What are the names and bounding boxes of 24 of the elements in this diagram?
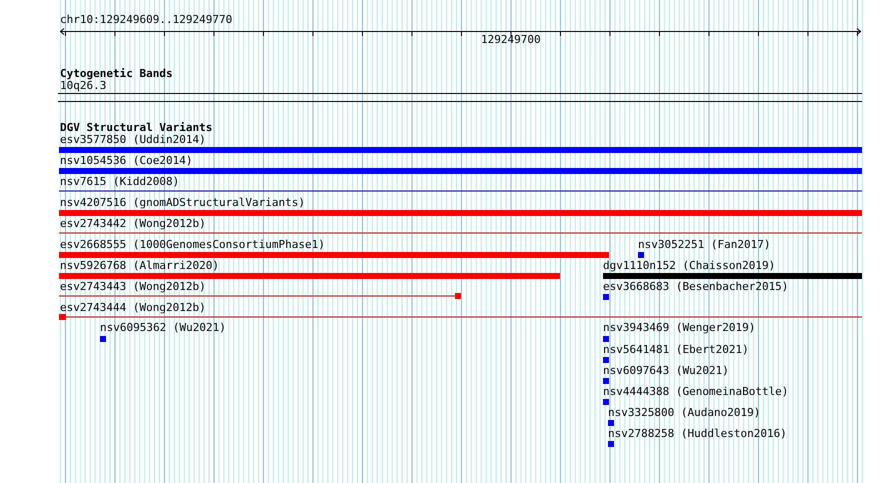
variant-label: esv2743443 (Wong2012b): [60, 281, 206, 293]
track-title: Cytogenetic Bands: [60, 68, 173, 80]
variant-label: nsv3052251 (Fan2017): [638, 239, 770, 251]
variant-label: nsv6097643 (Wu2021): [603, 365, 729, 377]
variant-label: nsv6095362 (Wu2021): [100, 322, 226, 334]
variant-label: nsv2788258 (Huddleston2016): [608, 428, 787, 440]
variant-label: esv2743442 (Wong2012b): [60, 218, 206, 230]
variant-label: nsv4444388 (GenomeinaBottle): [603, 386, 788, 398]
variant-label: nsv3943469 (Wenger2019): [603, 322, 756, 334]
track-title: DGV Structural Variants: [60, 122, 212, 134]
variant-label: nsv1054536 (Coe2014): [60, 155, 192, 167]
variant-label: nsv7615 (Kidd2008): [60, 176, 180, 188]
variant-label: esv2668555 (1000GenomesConsortiumPhase1): [60, 239, 325, 251]
tick-label: 129249700: [481, 34, 541, 46]
variant-label: esv3668683 (Besenbacher2015): [603, 281, 788, 293]
variant-label: esv2743444 (Wong2012b): [60, 302, 206, 314]
locus-text: chr10:129249609..129249770: [60, 14, 232, 26]
band-name: 10q26.3: [60, 80, 106, 92]
variant-label: nsv5926768 (Almarri2020): [60, 260, 219, 272]
variant-label: nsv3325800 (Audano2019): [608, 407, 760, 419]
variant-label: nsv5641481 (Ebert2021): [603, 344, 749, 356]
variant-label: dgv1110n152 (Chaisson2019): [603, 260, 776, 272]
variant-label: esv3577850 (Uddin2014): [60, 134, 206, 146]
variant-label: nsv4207516 (gnomADStructuralVariants): [60, 197, 306, 209]
